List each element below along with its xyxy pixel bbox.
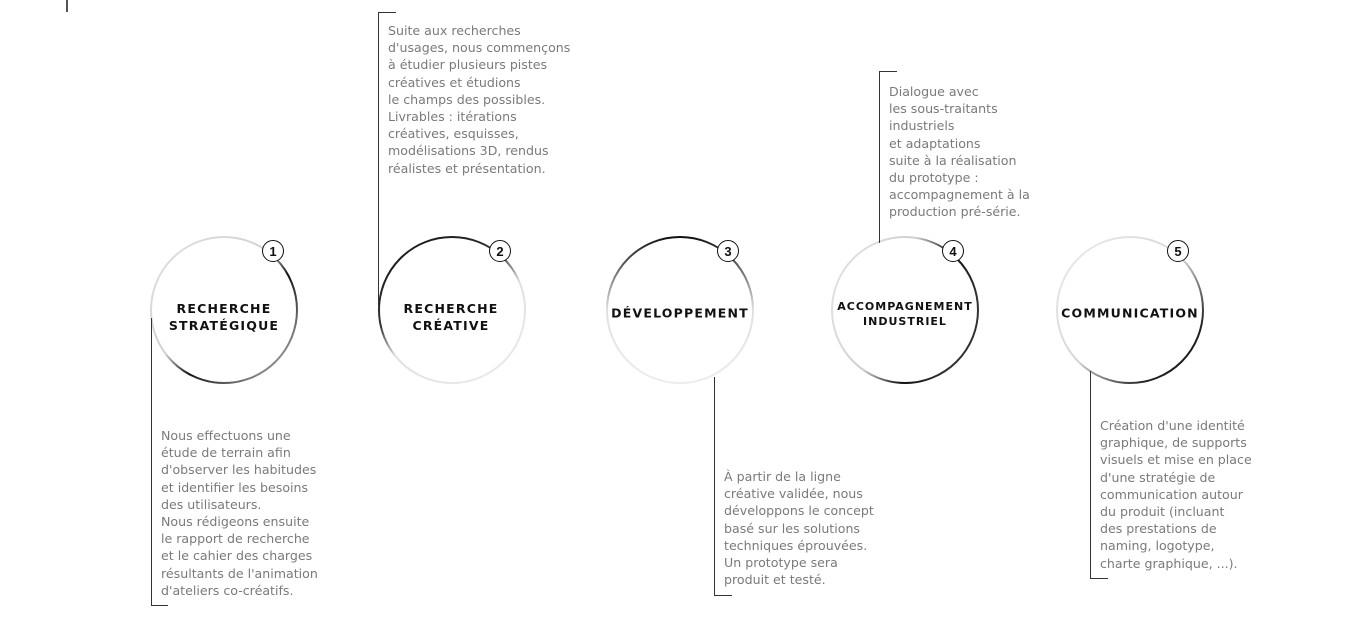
step-title-3: DÉVELOPPEMENT (611, 305, 749, 322)
connector-5 (1090, 371, 1092, 579)
step-number-badge-5: 5 (1167, 240, 1189, 262)
connector-2 (378, 12, 380, 306)
connector-1-tick (151, 605, 168, 607)
step-title-2: RECHERCHE CRÉATIVE (404, 300, 499, 334)
connector-2-tick (378, 12, 396, 14)
connector-4-tick (879, 71, 897, 73)
connector-3 (714, 377, 716, 596)
title-line: RECHERCHE (176, 301, 272, 316)
step-title-5: COMMUNICATION (1061, 305, 1199, 322)
step-circle-4 (831, 236, 979, 384)
connector-1 (151, 318, 153, 606)
step-number: 5 (1174, 243, 1182, 259)
title-line: INDUSTRIEL (863, 315, 947, 328)
step-description-1: Nous effectuons une étude de terrain afi… (161, 428, 318, 598)
step-circle-1 (150, 236, 298, 384)
step-number-badge-3: 3 (717, 240, 739, 262)
step-title-4: ACCOMPAGNEMENT INDUSTRIEL (837, 299, 972, 329)
title-line: RECHERCHE (403, 301, 499, 316)
connector-4 (879, 71, 881, 243)
step-number-badge-2: 2 (489, 240, 511, 262)
step-number: 2 (496, 243, 504, 259)
step-circle-5 (1056, 236, 1204, 384)
connector-3-tick (714, 595, 732, 597)
step-description-4: Dialogue avec les sous-traitants industr… (889, 84, 1030, 220)
step-title-1: RECHERCHE STRATÉGIQUE (169, 300, 279, 334)
title-line: DÉVELOPPEMENT (611, 305, 749, 321)
step-description-5: Création d'une identité graphique, de su… (1100, 418, 1252, 571)
title-line: CRÉATIVE (412, 318, 490, 333)
step-description-2: Suite aux recherches d'usages, nous comm… (388, 23, 571, 176)
connector-5-tick (1090, 578, 1108, 580)
step-circle-2 (378, 236, 526, 384)
step-number-badge-1: 1 (262, 240, 284, 262)
step-number-badge-4: 4 (942, 240, 964, 262)
top-edge-tick (66, 0, 68, 12)
title-line: STRATÉGIQUE (168, 318, 280, 333)
step-number: 1 (269, 243, 277, 259)
title-line: ACCOMPAGNEMENT (837, 300, 973, 313)
step-number: 3 (724, 243, 732, 259)
step-number: 4 (949, 243, 957, 259)
step-circle-3 (606, 236, 754, 384)
title-line: COMMUNICATION (1061, 305, 1199, 321)
step-description-3: À partir de la ligne créative validée, n… (724, 469, 874, 588)
